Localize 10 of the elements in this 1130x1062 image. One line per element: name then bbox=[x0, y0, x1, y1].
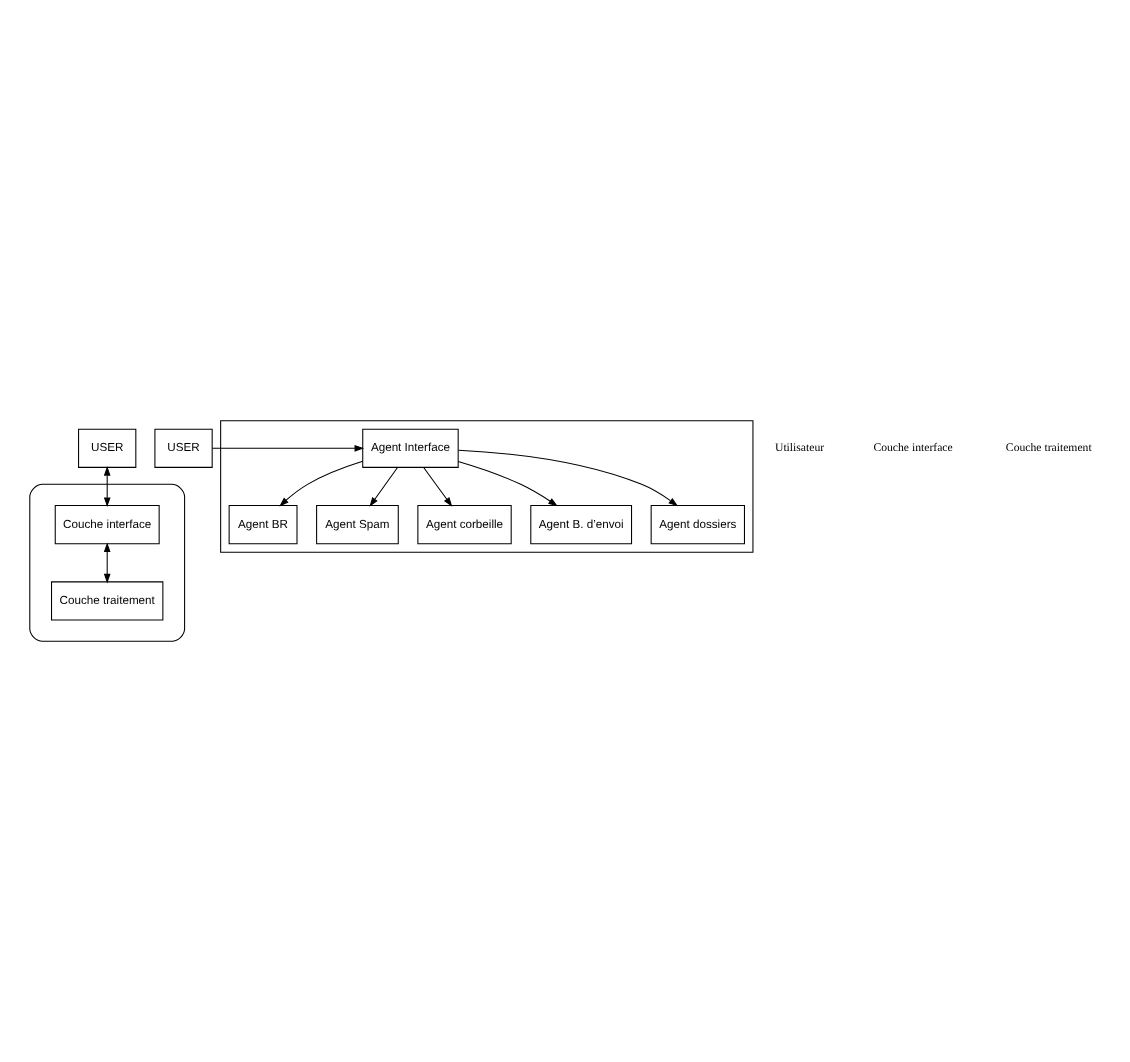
arrow bbox=[458, 449, 679, 507]
arrow bbox=[369, 467, 398, 507]
arrow bbox=[423, 467, 453, 507]
arrow bbox=[103, 542, 111, 584]
arrow bbox=[211, 444, 365, 452]
arrow bbox=[279, 460, 364, 507]
cluster bbox=[29, 483, 186, 642]
arrow bbox=[457, 460, 558, 507]
arrow bbox=[103, 466, 111, 508]
cluster bbox=[220, 420, 754, 553]
